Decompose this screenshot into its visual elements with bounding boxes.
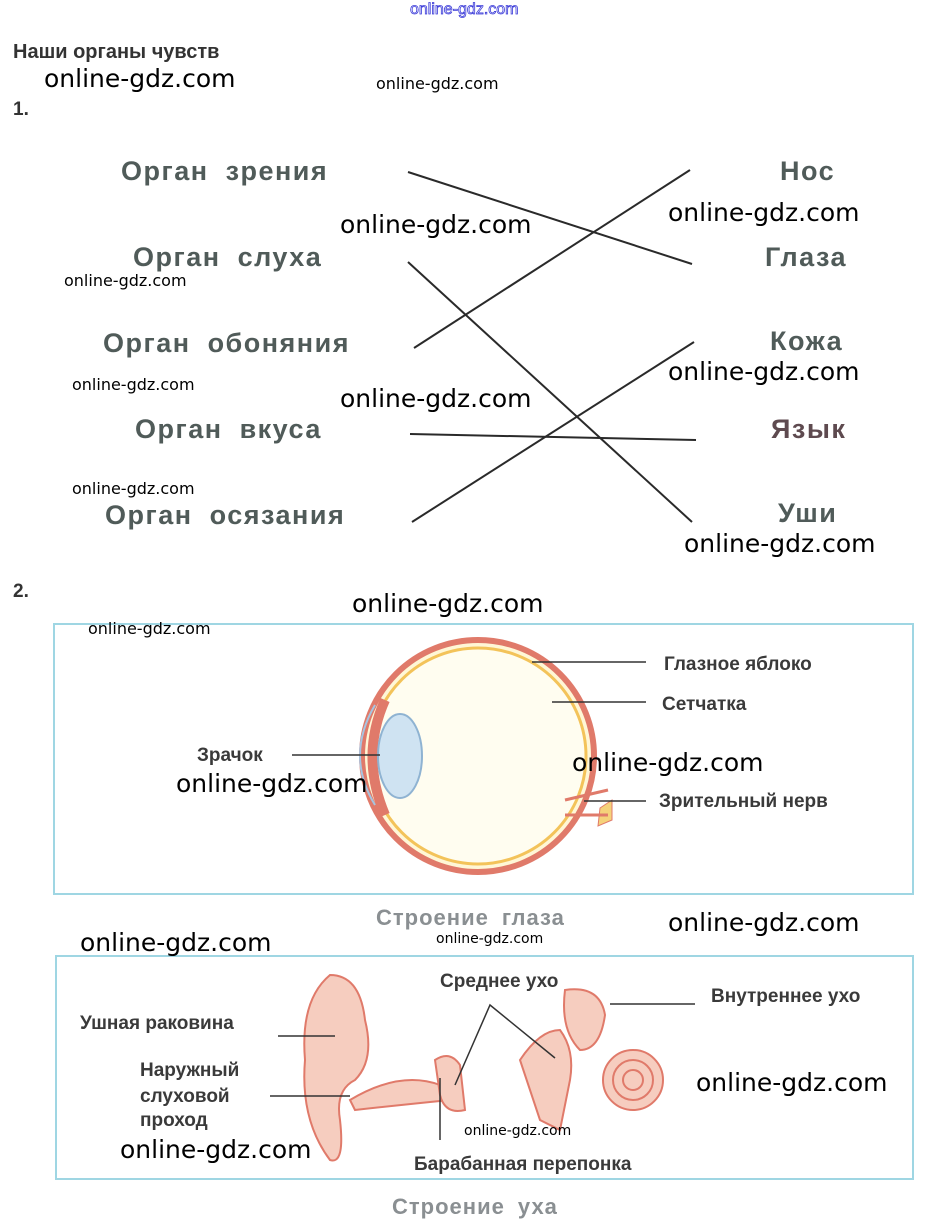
organ-left: Орган осязания: [105, 500, 346, 530]
eye-label: Зрачок: [197, 745, 263, 766]
organ-right: Нос: [780, 156, 836, 186]
watermark: online-gdz.com: [340, 210, 532, 239]
exercise-1-number: 1.: [13, 99, 29, 120]
ear-diagram-frame: [55, 955, 914, 1180]
page-title: Наши органы чувств: [13, 41, 220, 63]
organ-left: Орган вкуса: [135, 414, 322, 444]
watermark: online-gdz.com: [376, 74, 499, 93]
match-line: [411, 341, 695, 523]
match-line: [409, 433, 697, 441]
watermark: online-gdz.com: [176, 769, 368, 798]
eye-label: Глазное яблоко: [664, 654, 812, 675]
ear-label: проход: [140, 1110, 208, 1131]
ear-label: слуховой: [140, 1086, 230, 1107]
watermark: online-gdz.com: [88, 619, 211, 638]
watermark: online-gdz.com: [668, 357, 860, 386]
organ-right: Уши: [778, 498, 838, 528]
eye-diagram-frame: [53, 623, 914, 895]
ear-caption: Строение уха: [392, 1194, 558, 1219]
watermark: online-gdz.com: [44, 64, 236, 93]
match-lines: [407, 169, 697, 523]
watermark: online-gdz.com: [668, 198, 860, 227]
organ-left: Орган слуха: [133, 242, 323, 272]
eye-pointer-lines: [292, 661, 646, 802]
watermark: online-gdz.com: [352, 589, 544, 618]
ear-label: Барабанная перепонка: [414, 1154, 632, 1175]
exercise-2-number: 2.: [13, 581, 29, 602]
ear-label: Ушная раковина: [80, 1013, 234, 1034]
ear-label: Наружный: [140, 1060, 240, 1081]
watermark: online-gdz.com: [120, 1135, 312, 1164]
ear-label: Среднее ухо: [440, 971, 559, 992]
watermark: online-gdz.com: [436, 931, 544, 947]
watermark: online-gdz.com: [72, 479, 195, 498]
watermark: online-gdz.com: [64, 271, 187, 290]
header-watermark: online-gdz.com: [410, 1, 519, 18]
organ-right: Язык: [771, 414, 847, 444]
eye-illustration: [359, 637, 613, 875]
eye-caption: Строение глаза: [376, 905, 565, 930]
organ-right: Кожа: [770, 326, 844, 356]
ear-label: Внутреннее ухо: [711, 986, 861, 1007]
organ-left: Орган зрения: [121, 156, 329, 186]
watermark: online-gdz.com: [464, 1123, 572, 1139]
watermark: online-gdz.com: [80, 928, 272, 957]
watermark: online-gdz.com: [340, 384, 532, 413]
watermark: online-gdz.com: [696, 1068, 888, 1097]
watermark: online-gdz.com: [72, 375, 195, 394]
organ-right: Глаза: [765, 242, 848, 272]
organ-left: Орган обоняния: [103, 328, 350, 358]
watermark: online-gdz.com: [668, 908, 860, 937]
eye-label: Сетчатка: [662, 694, 747, 715]
match-line: [407, 171, 693, 265]
match-line: [407, 261, 693, 523]
watermark: online-gdz.com: [684, 529, 876, 558]
match-line: [413, 169, 691, 349]
ear-pointer-lines: [270, 1003, 695, 1140]
watermark: online-gdz.com: [572, 748, 764, 777]
eye-label: Зрительный нерв: [659, 791, 828, 812]
ear-illustration: [303, 973, 664, 1162]
